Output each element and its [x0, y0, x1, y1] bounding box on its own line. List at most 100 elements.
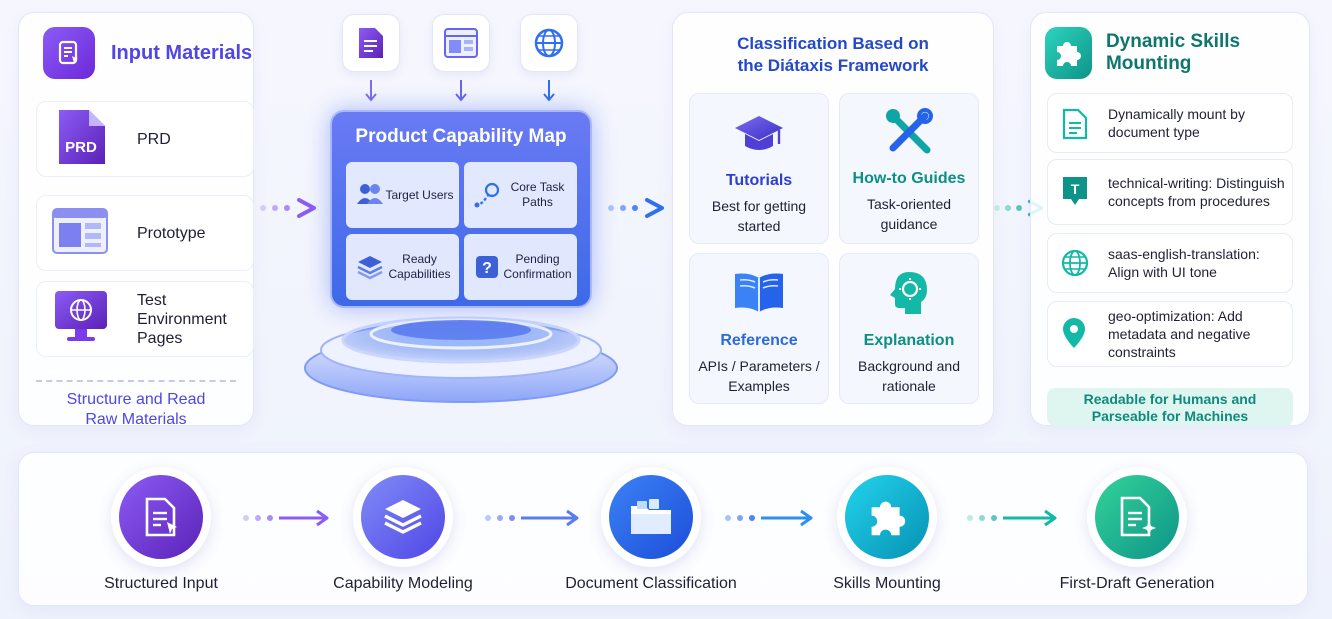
capability-cell-core-task-paths[interactable]: Core Task Paths: [464, 162, 577, 228]
skill-label: saas-english-translation: Align with UI …: [1108, 246, 1260, 280]
graduation-cap-icon: [735, 116, 783, 150]
arrow-icon: [761, 509, 813, 527]
pipeline-step-label: First-Draft Generation: [1059, 575, 1215, 592]
capability-cell-ready-capabilities[interactable]: Ready Capabilities: [346, 234, 459, 300]
pipeline-step-label: Capability Modeling: [333, 575, 473, 592]
arrow-icon: [1003, 509, 1057, 527]
top-globe-icon: [520, 14, 578, 72]
skill-item-technical-writing[interactable]: T technical-writing: Distinguish concept…: [1047, 159, 1293, 225]
t-badge: T: [1071, 181, 1080, 197]
input-materials-title: Input Materials: [111, 41, 253, 64]
pipeline-step-label: Structured Input: [104, 575, 218, 592]
quadrant-title: Reference: [720, 332, 798, 349]
classification-panel: Classification Based on the Diátaxis Fra…: [672, 12, 994, 426]
flow-arrow: [967, 508, 1059, 528]
document-icon: [1062, 108, 1088, 140]
material-label: Prototype: [137, 224, 206, 242]
skill-item-geo-optimization[interactable]: geo-optimization: Add metadata and negat…: [1047, 301, 1293, 367]
pipeline-step-structured-input[interactable]: Structured Input: [104, 467, 218, 592]
arrow-icon: [297, 198, 316, 218]
material-item-test-environment[interactable]: Test Environment Pages: [36, 281, 254, 357]
layers-icon: [361, 475, 445, 559]
capability-cell-label: Target Users: [385, 187, 454, 202]
capability-cell-label: Core Task Paths: [510, 180, 565, 209]
dynamic-skills-header: Dynamic Skills Mounting: [1045, 27, 1309, 79]
t-badge-icon: T: [1063, 177, 1087, 205]
pipeline-panel: Structured Input Capability Modeling Doc…: [18, 452, 1308, 606]
question-icon: ?: [476, 256, 498, 278]
material-item-prd[interactable]: PRD PRD: [36, 101, 254, 177]
dynamic-skills-panel: Dynamic Skills Mounting Dynamically moun…: [1030, 12, 1310, 426]
quadrant-desc: Best for getting started: [711, 198, 807, 234]
puzzle-icon: [845, 475, 929, 559]
prd-badge: PRD: [65, 139, 97, 156]
quadrant-title: Explanation: [863, 332, 955, 349]
skill-label: Dynamically mount by document type: [1108, 106, 1245, 140]
quadrant-desc: Background and rationale: [858, 358, 960, 394]
quadrant-tutorials[interactable]: Tutorials Best for getting started: [689, 93, 829, 244]
quadrant-desc: Task-oriented guidance: [866, 196, 952, 232]
skills-footer-badge: Readable for Humans and Parseable for Ma…: [1047, 388, 1293, 426]
skill-item-mount-by-type[interactable]: Dynamically mount by document type: [1047, 93, 1293, 153]
top-document-icon: [342, 14, 400, 72]
input-materials-icon: [43, 27, 95, 79]
pipeline-step-document-classification[interactable]: Document Classification: [565, 467, 737, 592]
dashed-divider: [36, 380, 236, 382]
puzzle-icon: [1045, 27, 1092, 79]
pipeline-step-skills-mounting[interactable]: Skills Mounting: [833, 467, 941, 592]
book-icon: [735, 273, 783, 312]
quadrant-explanation[interactable]: Explanation Background and rationale: [839, 253, 979, 404]
quadrant-title: How-to Guides: [852, 170, 966, 187]
pipeline-step-capability-modeling[interactable]: Capability Modeling: [333, 467, 473, 592]
capability-cell-target-users[interactable]: Target Users: [346, 162, 459, 228]
pipeline-step-first-draft-generation[interactable]: First-Draft Generation: [1060, 467, 1214, 592]
flow-arrow: [485, 508, 581, 528]
quadrant-how-to-guides[interactable]: How-to Guides Task-oriented guidance: [839, 93, 979, 244]
sparkle-document-icon: [1095, 475, 1179, 559]
down-arrow-icon: [543, 80, 555, 102]
structured-input-icon: [119, 475, 203, 559]
product-capability-map: Product Capability Map Target Users Core…: [330, 110, 592, 308]
folder-icon: [609, 475, 693, 559]
skill-label: geo-optimization: Add metadata and negat…: [1108, 308, 1251, 360]
capability-cell-label: Pending Confirmation: [503, 252, 572, 281]
prd-doc-icon: PRD: [51, 106, 113, 173]
globe-icon: [1061, 249, 1089, 277]
svg-text:?: ?: [482, 260, 492, 277]
pipeline-step-label: Skills Mounting: [833, 575, 941, 592]
classification-title: Classification Based on the Diátaxis Fra…: [737, 34, 929, 75]
capability-cell-pending-confirmation[interactable]: ? Pending Confirmation: [464, 234, 577, 300]
capability-map-title: Product Capability Map: [355, 126, 567, 147]
input-materials-header: Input Materials: [43, 27, 252, 79]
prototype-wireframe-icon: [51, 207, 109, 260]
users-icon: [357, 184, 383, 204]
arrow-icon: [645, 198, 664, 218]
capability-cell-label: Ready Capabilities: [388, 252, 451, 281]
quadrant-reference[interactable]: Reference APIs / Parameters / Examples: [689, 253, 829, 404]
path-icon: [474, 182, 500, 208]
material-label: PRD: [137, 130, 171, 148]
material-item-prototype[interactable]: Prototype: [36, 195, 254, 271]
pipeline-step-label: Document Classification: [565, 575, 737, 592]
glowing-platform: [304, 316, 618, 403]
layers-icon: [357, 256, 383, 280]
flow-arrow: [260, 198, 318, 218]
arrow-icon: [279, 509, 329, 527]
tools-icon: [886, 108, 933, 154]
top-browser-window-icon: [432, 14, 490, 72]
material-label: Test Environment Pages: [137, 291, 227, 347]
input-materials-footer: Structure and Read Raw Materials: [66, 391, 206, 428]
globe-monitor-icon: [51, 289, 111, 350]
location-pin-icon: [1063, 318, 1085, 348]
input-materials-panel: Input Materials PRD PRD Prototype Test E…: [18, 12, 254, 428]
skill-item-saas-english-translation[interactable]: saas-english-translation: Align with UI …: [1047, 233, 1293, 293]
arrow-icon: [521, 509, 579, 527]
head-lightbulb-icon: [890, 272, 927, 314]
flow-arrow: [608, 198, 666, 218]
quadrant-desc: APIs / Parameters / Examples: [698, 358, 820, 394]
down-arrow-icon: [455, 80, 467, 102]
dynamic-skills-title: Dynamic Skills Mounting: [1105, 31, 1241, 74]
flow-arrow: [725, 508, 815, 528]
down-arrow-icon: [365, 80, 377, 102]
quadrant-title: Tutorials: [725, 172, 793, 189]
